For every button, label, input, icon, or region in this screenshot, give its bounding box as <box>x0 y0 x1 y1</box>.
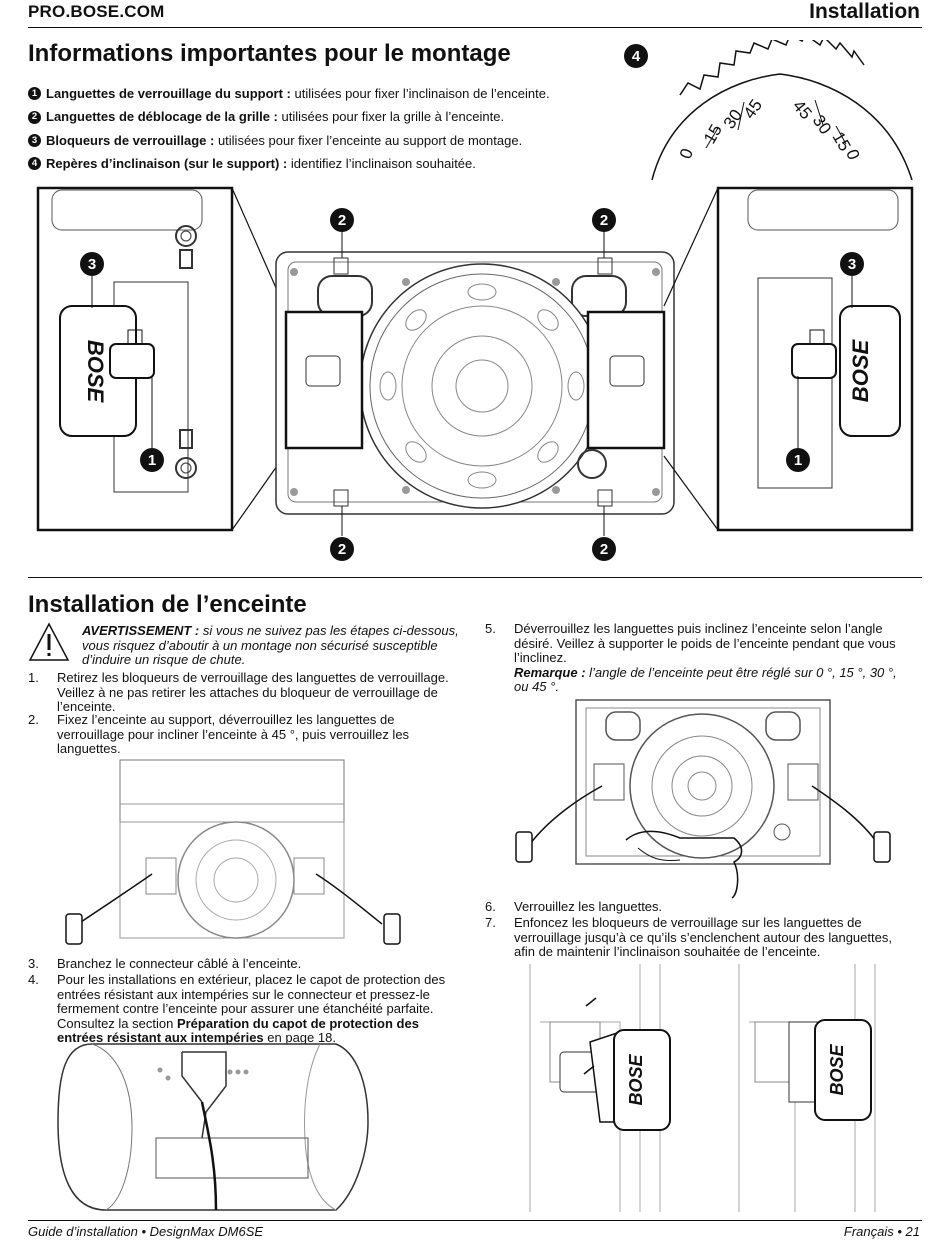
legend-item-1: 1 Languettes de verrouillage du support … <box>28 82 608 105</box>
bose-logo: BOSE <box>626 1054 646 1106</box>
step-7-illustration-after: BOSE <box>738 964 876 1212</box>
step-text: Enfoncez les bloqueurs de verrouillage s… <box>514 915 892 960</box>
callout-1: 1 <box>786 448 810 472</box>
warning-label: AVERTISSEMENT : <box>82 623 200 638</box>
site-url: PRO.BOSE.COM <box>28 2 165 21</box>
step-number: 7. <box>485 915 496 930</box>
tilt-mark: 0 <box>676 146 697 161</box>
legend-label: Languettes de verrouillage du support : <box>46 86 291 101</box>
step-number: 6. <box>485 899 496 914</box>
note-label: Remarque : <box>514 664 586 680</box>
legend-text: utilisées pour fixer la grille à l’encei… <box>277 109 505 125</box>
callout-2: 2 <box>330 208 354 232</box>
warning-icon <box>28 622 70 661</box>
footer-rule <box>28 1220 922 1221</box>
legend-label: Repères d’inclinaison (sur le support) : <box>46 156 288 172</box>
step-number: 3. <box>28 956 39 971</box>
bose-logo: BOSE <box>848 339 873 403</box>
callout-3: 3 <box>80 252 104 276</box>
step-number: 4. <box>28 972 39 987</box>
step-text: Branchez le connecteur câblé à l’enceint… <box>57 956 302 971</box>
step-text: Pour les installations en extérieur, pla… <box>57 972 446 1031</box>
callout-3: 3 <box>840 252 864 276</box>
step-5-illustration <box>515 699 891 899</box>
step-7-illustration-before: BOSE <box>529 964 671 1212</box>
step-reference-bold: Préparation du capot de protection des e… <box>57 1015 419 1046</box>
warning-body: si vous ne suivez pas les étapes ci-dess… <box>82 623 459 668</box>
step-number: 5. <box>485 621 496 636</box>
step-2-illustration <box>65 759 401 945</box>
section-rule <box>28 577 922 578</box>
mounting-legend: 1 Languettes de verrouillage du support … <box>28 82 608 176</box>
step-text: Verrouillez les languettes. <box>514 899 663 914</box>
legend-number-badge: 1 <box>28 87 41 101</box>
install-title: Installation de l’enceinte <box>28 591 307 618</box>
section-title: Installation <box>809 0 920 23</box>
legend-text: utilisées pour fixer l’enceinte au suppo… <box>214 132 523 148</box>
step-text: en page 18. <box>263 1030 336 1046</box>
legend-label: Languettes de déblocage de la grille : <box>46 109 278 125</box>
legend-item-4: 4 Repères d’inclinaison (sur le support)… <box>28 152 608 175</box>
legend-text: identifiez l’inclinaison souhaitée. <box>287 156 476 172</box>
legend-text: utilisées pour fixer l’inclinaison de l’… <box>290 86 550 101</box>
footer-page-number: Français • 21 <box>843 1224 920 1239</box>
bracket-illustration: BOSE BOSE <box>36 186 914 536</box>
callout-2: 2 <box>592 208 616 232</box>
step-text: Déverrouillez les languettes puis inclin… <box>514 621 896 666</box>
tilt-marks-diagram: 0 15 30 45 45 30 15 0 <box>651 40 913 181</box>
tilt-mark: 30 <box>809 111 835 137</box>
legend-label: Bloqueurs de verrouillage : <box>46 132 215 148</box>
mounting-title: Informations importantes pour le montage <box>28 40 511 67</box>
callout-2: 2 <box>592 537 616 561</box>
step-number: 1. <box>28 670 39 685</box>
legend-item-2: 2 Languettes de déblocage de la grille :… <box>28 105 608 128</box>
step-text: Retirez les bloqueurs de verrouillage de… <box>57 670 449 715</box>
tilt-mark: 15 <box>700 121 726 147</box>
footer-guide-title: Guide d’installation • DesignMax DM6SE <box>28 1224 264 1239</box>
step-number: 2. <box>28 712 39 727</box>
step-4-illustration <box>57 1043 369 1211</box>
callout-2: 2 <box>330 537 354 561</box>
legend-item-3: 3 Bloqueurs de verrouillage : utilisées … <box>28 129 608 152</box>
step-text: Fixez l’enceinte au support, déverrouill… <box>57 712 410 757</box>
callout-1: 1 <box>140 448 164 472</box>
callout-4: 4 <box>624 44 648 68</box>
header-rule <box>28 27 922 28</box>
legend-number-badge: 2 <box>28 110 41 124</box>
warning-text: AVERTISSEMENT : si vous ne suivez pas le… <box>82 623 467 668</box>
legend-number-badge: 3 <box>28 134 41 148</box>
bose-logo: BOSE <box>827 1044 847 1096</box>
bose-logo: BOSE <box>83 340 108 404</box>
legend-number-badge: 4 <box>28 157 41 171</box>
note-text: l’angle de l’enceinte peut être réglé su… <box>514 664 897 695</box>
